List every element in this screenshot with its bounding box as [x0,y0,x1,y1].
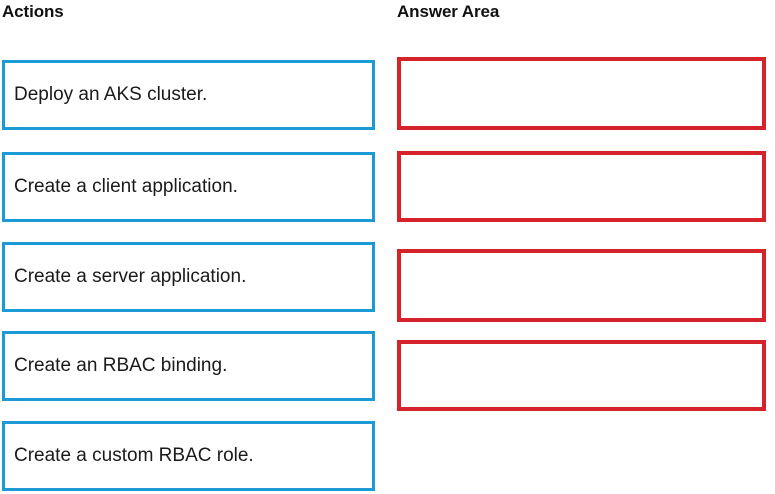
action-item-label: Create a custom RBAC role. [14,445,254,466]
action-item[interactable]: Create a server application. [2,242,375,312]
answer-slot[interactable] [397,249,766,322]
action-item-label: Deploy an AKS cluster. [14,84,208,105]
answer-area-column-header: Answer Area [397,2,500,21]
answer-slot[interactable] [397,57,766,130]
action-item[interactable]: Create a custom RBAC role. [2,421,375,491]
answer-slot[interactable] [397,340,766,411]
action-item-label: Create a server application. [14,266,247,287]
answer-slot[interactable] [397,151,766,222]
action-item[interactable]: Create a client application. [2,152,375,222]
action-item[interactable]: Deploy an AKS cluster. [2,60,375,130]
actions-column-header: Actions [2,2,64,21]
action-item-label: Create an RBAC binding. [14,355,228,376]
action-item[interactable]: Create an RBAC binding. [2,331,375,401]
action-item-label: Create a client application. [14,176,238,197]
